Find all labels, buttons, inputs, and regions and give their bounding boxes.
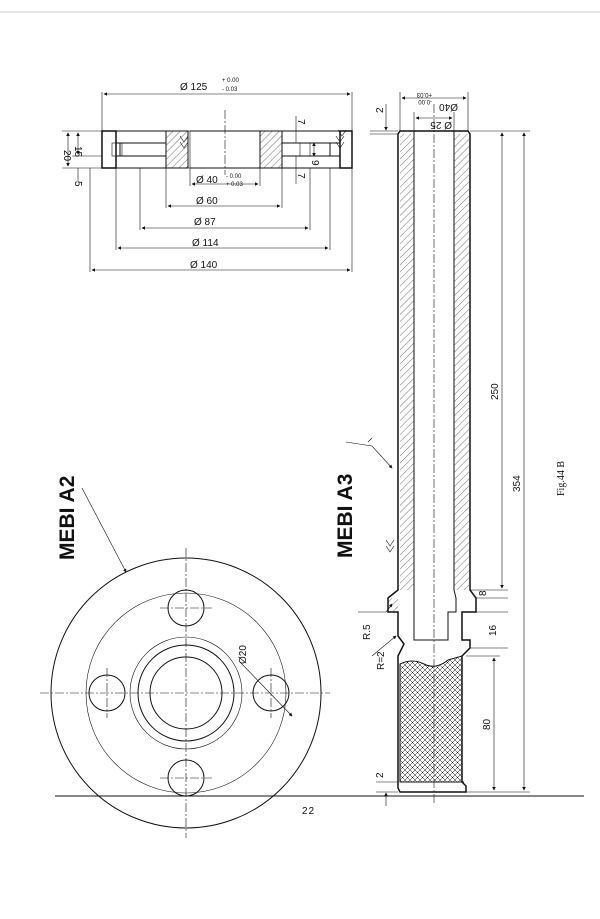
- dim-pin-80: 80: [482, 718, 493, 730]
- surface-finish-icon: [179, 135, 189, 143]
- ring-section-left: [101, 130, 191, 169]
- dim-pin-d40: Ø40: [439, 101, 458, 112]
- dim-pin-354: 354: [512, 475, 523, 492]
- label-mebi-a2: MEBI A2: [56, 476, 79, 560]
- dim-h5: 5: [72, 181, 83, 187]
- dim-pin-bottom-2: 2: [375, 772, 386, 778]
- dim-pin-r2: R=2: [376, 651, 387, 670]
- ring-plan-view: Ø20: [40, 548, 330, 838]
- dim-pin-8: 8: [478, 590, 489, 596]
- dim-pin-d40-tol-lower: +0.03: [416, 91, 432, 97]
- figure-caption: Fig.44 B: [556, 461, 567, 496]
- dim-r7-bottom: 7: [295, 173, 306, 179]
- dim-pin-r5: R.5: [362, 624, 373, 640]
- ring-section-right: [259, 130, 353, 169]
- dim-r7-top: 7: [295, 119, 306, 125]
- dim-pin-d25: Ø 25: [430, 119, 452, 130]
- dim-pin-250: 250: [490, 383, 501, 400]
- dim-d40-tol-upper: - 0.00: [226, 174, 242, 180]
- surface-finish-icon: [335, 135, 345, 143]
- dim-d40: Ø 40: [196, 175, 218, 186]
- ring-section-view: Ø 125 + 0.00 - 0.03 Ø 40 - 0.00 + 0.03 Ø…: [61, 78, 353, 272]
- dim-hole-d20: Ø20: [238, 645, 249, 664]
- label-mebi-a3: MEBI A3: [334, 474, 357, 558]
- dim-r9: 9: [309, 160, 320, 166]
- dim-pin-top-2: 2: [375, 107, 386, 113]
- dim-d114: Ø 114: [192, 238, 219, 249]
- dim-pin-16: 16: [488, 624, 499, 636]
- dim-d140: Ø 140: [190, 260, 218, 271]
- dim-pin-d40-tol-upper: -0.00: [418, 98, 432, 104]
- pin-dimensions: Ø40 -0.00 +0.03 Ø 25 2 250 354 8 16 80 2…: [358, 91, 530, 806]
- leader-a2: [81, 487, 127, 573]
- dim-d125-tol-upper: + 0.00: [222, 78, 240, 84]
- dim-d60: Ø 60: [196, 196, 218, 207]
- page-number: 22: [302, 806, 315, 817]
- dim-d40-tol-lower: + 0.03: [226, 182, 244, 188]
- dim-d125: Ø 125: [180, 82, 208, 93]
- dim-d87: Ø 87: [194, 217, 216, 228]
- surface-finish-icon: [385, 539, 395, 547]
- leader-a3: [345, 441, 393, 469]
- dim-h20: 20: [61, 150, 72, 162]
- dim-d125-tol-lower: - 0.03: [222, 87, 238, 93]
- pin-section-view: [337, 104, 477, 805]
- dim-h15: 15: [72, 146, 83, 158]
